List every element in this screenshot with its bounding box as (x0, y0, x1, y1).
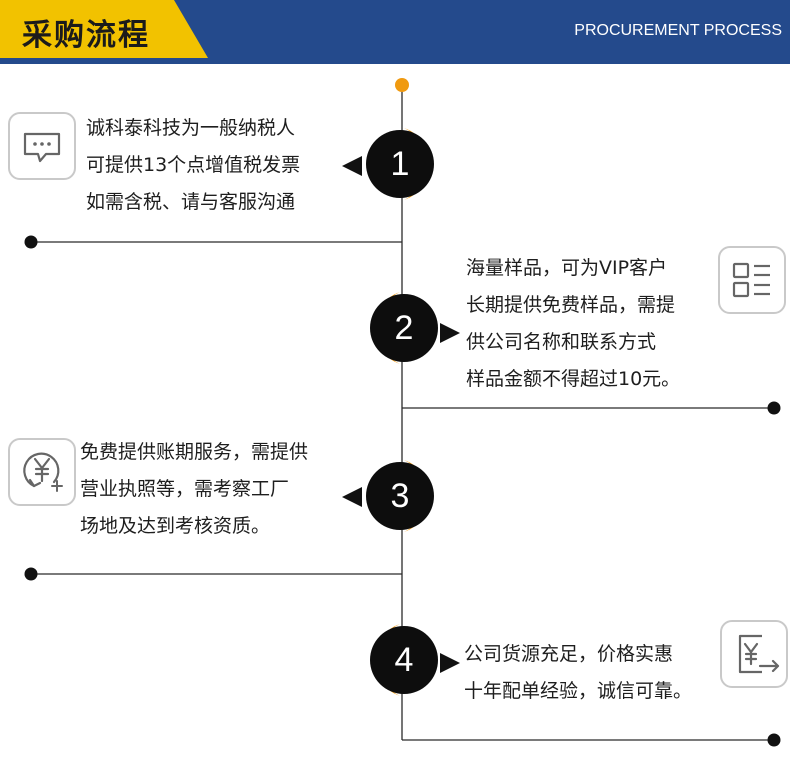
step-2-line-4: 样品金额不得超过10元。 (466, 368, 681, 390)
step-3-pointer (342, 487, 362, 507)
step-3-line-2: 营业执照等，需考察工厂 (80, 478, 290, 500)
step-2-number: 2 (370, 294, 438, 362)
step-2-pointer (440, 323, 460, 343)
step-1-line-3: 如需含税、请与客服沟通 (86, 191, 296, 213)
step-3-line-3: 场地及达到考核资质。 (80, 515, 271, 537)
step-4-line-2: 十年配单经验，诚信可靠。 (464, 680, 693, 702)
step-4-number: 4 (370, 626, 438, 694)
step-3-text: 免费提供账期服务，需提供 营业执照等，需考察工厂 场地及达到考核资质。 (80, 434, 308, 545)
step-1-text: 诚科泰科技为一般纳税人 可提供13个点增值税发票 如需含税、请与客服沟通 (86, 110, 300, 221)
chat-bubble-icon (23, 132, 61, 163)
divider-3-dot (24, 567, 38, 581)
step-4-line-1: 公司货源充足，价格实惠 (464, 643, 674, 665)
timeline-start-dot (395, 78, 409, 92)
step-2-line-1: 海量样品，可为VIP客户 (466, 257, 668, 279)
yuan-coin-icon (23, 452, 63, 492)
divider-4-dot (767, 733, 781, 747)
step-4-pointer (440, 653, 460, 673)
step-3-number: 3 (366, 462, 434, 530)
list-icon (732, 262, 770, 298)
step-3-icon-box (8, 438, 76, 506)
step-2-icon-box (718, 246, 786, 314)
step-2-line-3: 供公司名称和联系方式 (466, 331, 657, 353)
yuan-receipt-icon (738, 634, 780, 674)
step-2-line-2: 长期提供免费样品，需提 (466, 294, 676, 316)
page-subtitle: PROCUREMENT PROCESS (574, 22, 782, 39)
step-1-line-2: 可提供13个点增值税发票 (86, 154, 301, 176)
step-4-icon-box (720, 620, 788, 688)
step-1-icon-box (8, 112, 76, 180)
header-bar: 采购流程 PROCUREMENT PROCESS (0, 0, 790, 64)
header-title-tab (0, 0, 208, 58)
step-1-line-1: 诚科泰科技为一般纳税人 (86, 117, 296, 139)
page-title: 采购流程 (22, 18, 150, 53)
step-3-line-1: 免费提供账期服务，需提供 (80, 441, 309, 463)
step-4-text: 公司货源充足，价格实惠 十年配单经验，诚信可靠。 (464, 636, 692, 710)
step-1-pointer (342, 156, 362, 176)
divider-2-dot (767, 401, 781, 415)
step-1-number: 1 (366, 130, 434, 198)
divider-1-dot (24, 235, 38, 249)
step-2-text: 海量样品，可为VIP客户 长期提供免费样品，需提 供公司名称和联系方式 样品金额… (466, 250, 680, 398)
